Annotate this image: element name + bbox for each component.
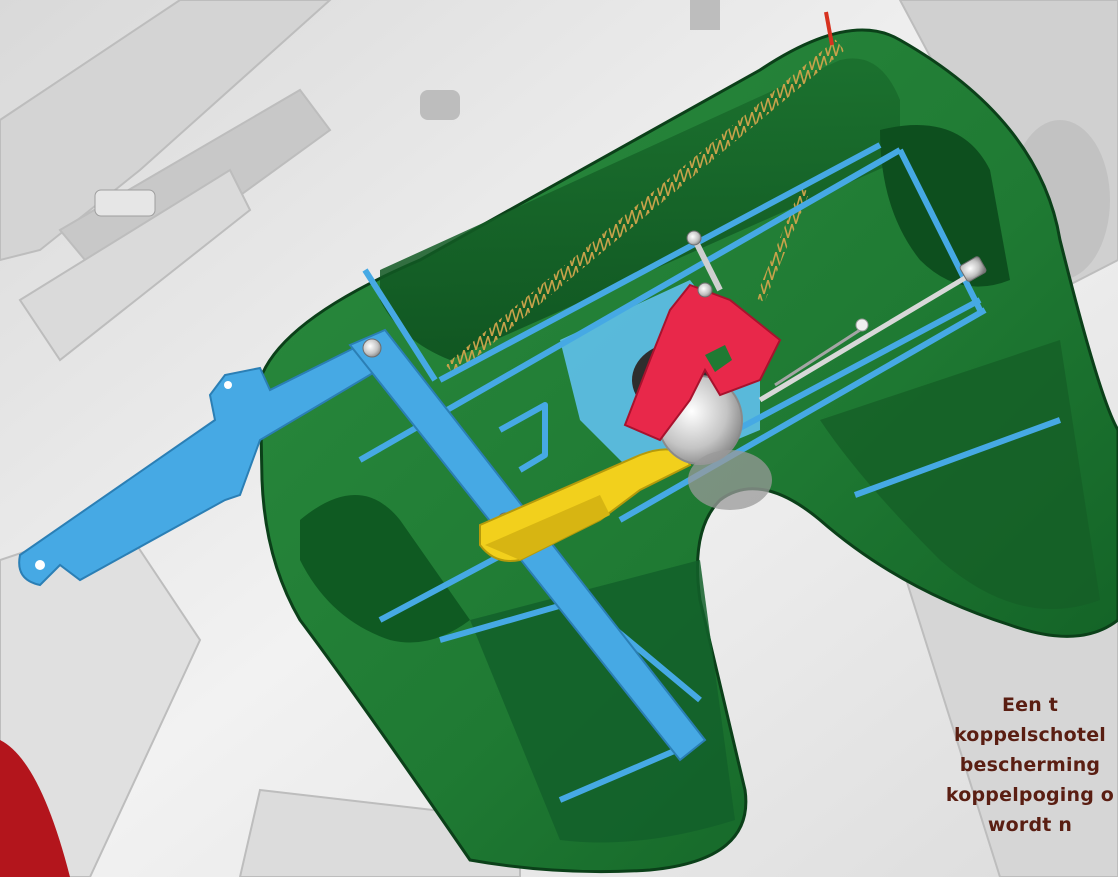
lower-right-recess <box>820 340 1100 609</box>
caption-line: bescherming <box>959 754 1101 776</box>
caption-line: Een t <box>1001 694 1059 716</box>
left-recess <box>300 495 470 643</box>
caption-line: wordt n <box>987 814 1073 836</box>
rod-pin <box>855 318 869 332</box>
lever-pivot-hole <box>224 381 232 389</box>
spring-end-red <box>824 11 834 46</box>
guide-rod <box>758 272 972 403</box>
lever-hole <box>35 560 45 570</box>
caption-text: Een t koppelschotel bescherming koppelpo… <box>850 690 1118 840</box>
pawl-notch <box>705 345 732 372</box>
rod-nut <box>959 256 987 282</box>
caption-line: koppelschotel <box>953 724 1106 746</box>
caption-line: koppelpoging o <box>945 784 1115 806</box>
steel-disc-lower <box>688 450 772 510</box>
adjust-bolt <box>692 238 723 292</box>
red-locking-pawl <box>623 283 782 442</box>
guide-rod-2 <box>774 328 861 387</box>
lever-pivot-bolt <box>362 338 382 358</box>
lower-left-recess <box>470 560 735 843</box>
red-corner-accent <box>0 740 70 877</box>
tension-spring <box>445 39 845 376</box>
right-recess <box>880 125 1010 287</box>
adjust-bolt-head <box>686 230 702 246</box>
pawl-bolt <box>697 282 713 298</box>
yellow-jaw-shadow <box>485 495 610 560</box>
